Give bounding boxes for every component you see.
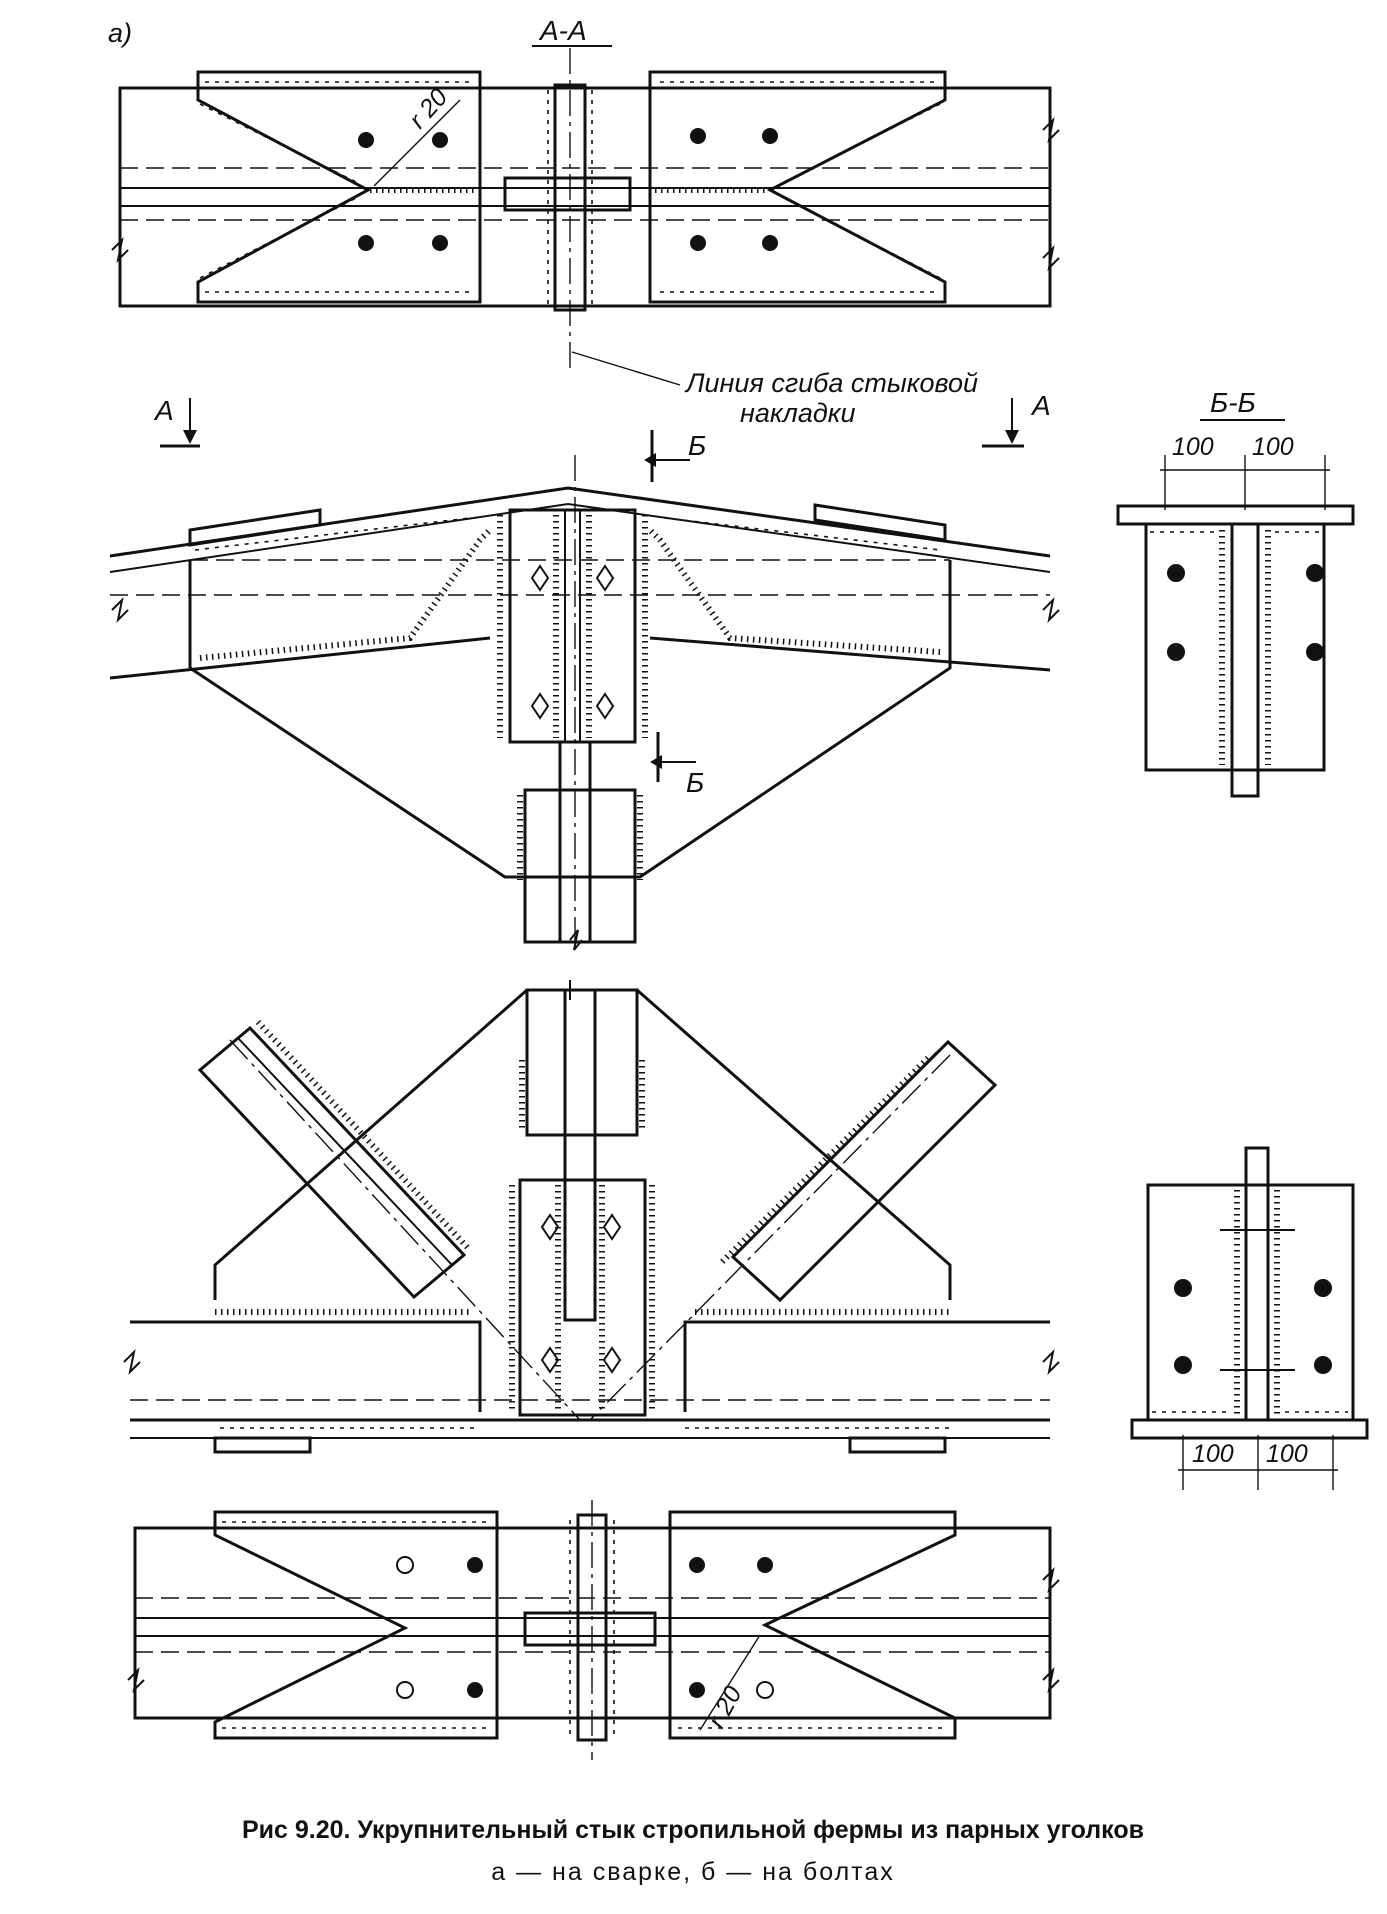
ridge-joint-welded: А А Б Б xyxy=(109,390,1060,951)
panel-a-label: а) xyxy=(108,18,132,48)
section-bb-top: Б-Б 100 100 xyxy=(1116,387,1355,798)
bottom-dim-left: 100 xyxy=(1192,1440,1234,1468)
bend-line-label-2: накладки xyxy=(740,398,856,428)
arrow-a-left-label: А xyxy=(153,395,174,426)
figure-caption-subtitle: а — на сварке, б — на болтах xyxy=(491,1858,894,1886)
section-bb-label: Б-Б xyxy=(1210,387,1256,418)
plan-view-bottom: r 20 xyxy=(127,1500,1060,1760)
bottom-dim-right: 100 xyxy=(1266,1440,1308,1468)
bb-dim-right: 100 xyxy=(1252,433,1294,461)
radius-label-bottom: r 20 xyxy=(703,1682,748,1733)
bend-line-label-1: Линия сгиба стыковой xyxy=(684,368,978,398)
figure-caption-title: Рис 9.20. Укрупнительный стык стропильно… xyxy=(242,1816,1144,1844)
bottom-chord-joint-bolted xyxy=(123,980,1060,1454)
arrow-a-right-label: А xyxy=(1030,390,1051,421)
radius-label-top: r 20 xyxy=(404,83,454,134)
section-aa-label: А-А xyxy=(538,15,587,46)
section-bb-bottom: 100 100 xyxy=(1130,1146,1369,1490)
arrow-b-top-label: Б xyxy=(688,430,706,461)
arrow-b-bottom-label: Б xyxy=(686,767,704,798)
bb-dim-left: 100 xyxy=(1172,433,1214,461)
plan-view-top: а) А-А xyxy=(108,15,1060,428)
